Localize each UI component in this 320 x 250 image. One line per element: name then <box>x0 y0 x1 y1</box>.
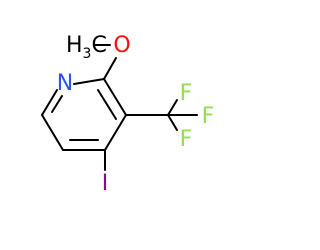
bond-cf3-f-top <box>167 99 178 116</box>
bond-c2-c3 <box>103 78 127 116</box>
bond-c2-o <box>103 57 117 80</box>
chemical-structure: N O H3C F F F I <box>41 33 215 196</box>
methyl-h: H <box>66 33 83 58</box>
methyl-subscript: 3 <box>83 46 92 62</box>
bond-cf3-f-bottom <box>167 114 178 131</box>
methyl-c: C <box>91 33 106 58</box>
bond-c3-c4 <box>104 114 127 151</box>
atom-fluorine-top: F <box>180 81 193 106</box>
bond-n-c2 <box>73 78 105 85</box>
atom-iodine: I <box>102 171 109 196</box>
bond-c5-c6 <box>41 114 64 151</box>
atom-nitrogen: N <box>57 71 73 96</box>
bond-c2-c3-inner <box>97 89 117 120</box>
atom-fluorine-right: F <box>202 104 215 129</box>
bond-c6-n-inner <box>51 95 63 113</box>
bond-c6-n <box>41 89 58 116</box>
atom-fluorine-bottom: F <box>180 127 193 152</box>
atom-oxygen: O <box>113 33 130 58</box>
atom-methyl: H3C <box>66 33 107 62</box>
